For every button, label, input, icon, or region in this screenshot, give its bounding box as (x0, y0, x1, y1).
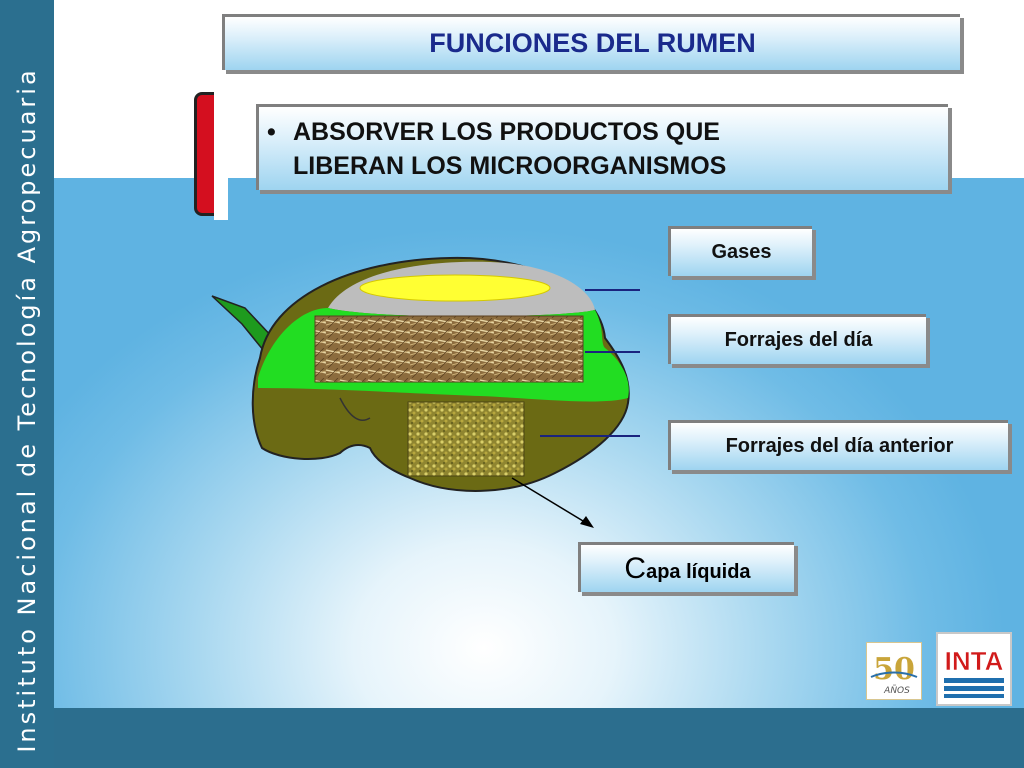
capa-liquida-rest: apa líquida (646, 560, 751, 583)
gas-bubble (359, 274, 551, 302)
inta-logo-text: INTA (945, 646, 1004, 676)
capa-liquida-arrow (511, 477, 589, 525)
inta-stripe-3 (944, 694, 1004, 698)
reticulum-fold (339, 397, 371, 421)
capa-liquida-arrowhead (580, 516, 594, 528)
forrajes-dia-anterior-label-box: Forrajes del día anterior (668, 420, 1008, 470)
bullet-text: ABSORVER LOS PRODUCTOS QUE LIBERAN LOS M… (293, 115, 726, 183)
bullet-item: • ABSORVER LOS PRODUCTOS QUE LIBERAN LOS… (267, 115, 726, 183)
bullet-marker: • (267, 117, 276, 146)
rumen-diagram (211, 256, 640, 528)
capa-liquida-initial: C (624, 551, 647, 585)
inta-stripe-1 (944, 678, 1004, 683)
title-box: FUNCIONES DEL RUMEN (222, 14, 960, 70)
bullet-box: • ABSORVER LOS PRODUCTOS QUE LIBERAN LOS… (256, 104, 948, 190)
bottom-band (54, 708, 1024, 768)
forrajes-dia-anterior-label: Forrajes del día anterior (725, 435, 954, 457)
red-bracket-mask (214, 88, 228, 220)
inta-logo: INTA (936, 632, 1012, 706)
sidebar: Instituto Nacional de Tecnología Agropec… (0, 0, 54, 768)
forrajes-dia-label: Forrajes del día (724, 329, 873, 351)
bullet-line-2: LIBERAN LOS MICROORGANISMOS (293, 151, 727, 180)
institution-name-vertical: Instituto Nacional de Tecnología Agropec… (13, 67, 41, 753)
capa-liquida-label: Capa líquida (624, 552, 750, 586)
older-forage-patch (407, 401, 525, 477)
anniversary-word: AÑOS (883, 685, 910, 696)
gases-label: Gases (711, 241, 772, 263)
capa-liquida-label-box: Capa líquida (578, 542, 794, 592)
slide-title: FUNCIONES DEL RUMEN (429, 28, 756, 58)
anniversary-swoosh (870, 671, 918, 678)
forrajes-dia-label-box: Forrajes del día (668, 314, 926, 364)
fresh-forage-patch (314, 315, 584, 383)
bullet-line-1: ABSORVER LOS PRODUCTOS QUE (293, 117, 720, 146)
anniversary-logo: 50 AÑOS (866, 642, 922, 700)
inta-stripe-2 (944, 686, 1004, 691)
anniversary-number: 50 (873, 652, 915, 687)
gases-label-box: Gases (668, 226, 812, 276)
